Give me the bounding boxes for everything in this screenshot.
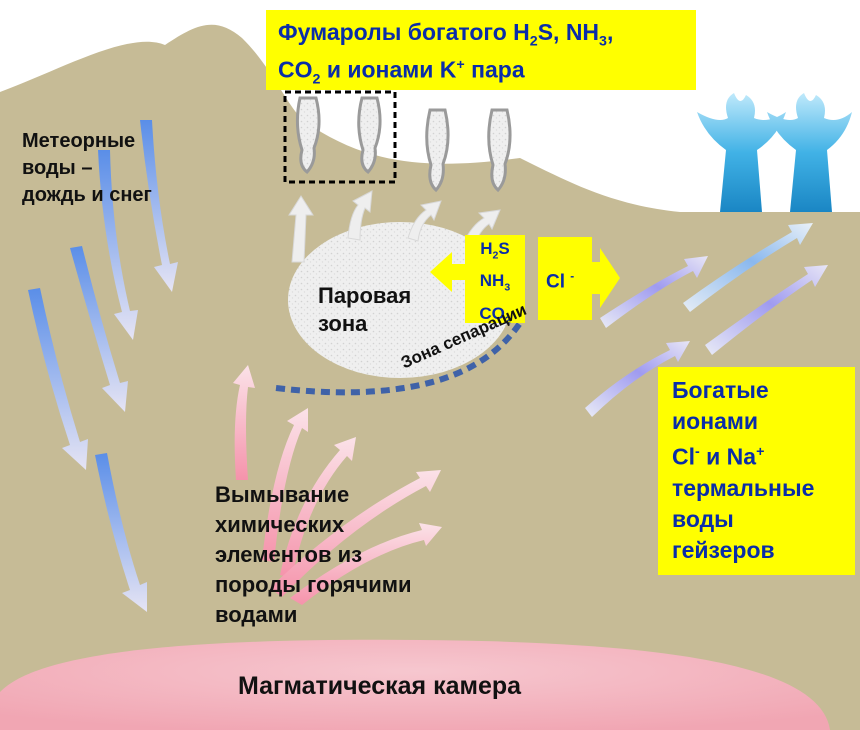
- steam-rising-arrows: [288, 190, 501, 263]
- thermal-waters-box: Богатые ионами Cl- и Na+ термальные воды…: [658, 367, 855, 575]
- gas-label-box: [465, 235, 525, 323]
- gas-labels: H2S NH3 CO2: [465, 238, 525, 331]
- thermal-line4: термальные: [672, 474, 815, 501]
- thermal-line1: Богатые: [672, 377, 769, 403]
- leaching-line2: химических: [215, 512, 345, 537]
- steam-zone-label: Паровая зона: [318, 282, 411, 338]
- subscript: 2: [529, 33, 538, 50]
- subscript: 3: [504, 281, 511, 294]
- text: Магматическая камера: [238, 672, 522, 700]
- leaching-line3: элементов из: [215, 542, 363, 567]
- magma-chamber-shape: [0, 639, 830, 730]
- thermal-water-arrows: [585, 223, 828, 417]
- leaching-arrows: [233, 365, 442, 605]
- text: Cl: [546, 271, 565, 293]
- text: ,: [606, 19, 614, 45]
- thermal-waters-text: Богатые ионами Cl- и Na+ термальные воды…: [672, 375, 814, 566]
- ground: [0, 24, 860, 730]
- fumarole-title-line1: Фумаролы богатого H2S, NH3,: [278, 17, 613, 58]
- text: NH: [479, 271, 505, 291]
- gas-co2: CO2: [465, 303, 525, 331]
- text: и ионами K: [320, 56, 457, 83]
- fumarole-highlight-box: [283, 90, 397, 184]
- gas-nh3: NH3: [465, 270, 525, 298]
- steam-zone-line2: зона: [318, 311, 368, 336]
- subscript: 3: [599, 33, 607, 50]
- steam-zone-line1: Паровая: [318, 283, 412, 308]
- thermal-line6: гейзеров: [672, 536, 775, 563]
- chloride-right-arrow: [592, 248, 620, 308]
- superscript: +: [456, 57, 465, 73]
- text: CO: [278, 56, 313, 83]
- thermal-line5: воды: [672, 505, 734, 532]
- meteoric-water-arrows: [28, 120, 178, 612]
- text: H: [480, 239, 493, 258]
- gas-left-arrow: [430, 252, 470, 292]
- text: пара: [464, 56, 525, 83]
- meteoric-line3: дождь и снег: [22, 184, 152, 206]
- fumarole-plumes: [295, 96, 512, 193]
- superscript: -: [695, 444, 700, 460]
- superscript: -: [570, 270, 575, 283]
- text: S: [498, 239, 510, 258]
- geyser-right: [767, 93, 852, 212]
- separation-zone-line: [275, 318, 525, 396]
- chloride-label-box: [538, 237, 592, 320]
- fumarole-title-line2: CO2 и ионами K+ пара: [278, 50, 525, 95]
- geyser-left: [697, 93, 786, 212]
- gas-h2s: H2S: [465, 238, 525, 266]
- leaching-line5: водами: [215, 602, 298, 627]
- meteoric-water-label: Метеорные воды – дождь и снег: [22, 128, 152, 209]
- subscript: 2: [492, 249, 499, 262]
- text: Cl: [672, 443, 695, 470]
- magma-chamber-label: Магматическая камера: [238, 670, 521, 702]
- fumarole-label-box: Фумаролы богатого H2S, NH3, CO2 и ионами…: [266, 10, 696, 90]
- steam-zone-shape: [288, 222, 512, 378]
- text: и Na: [699, 443, 757, 470]
- leaching-line4: породы горячими: [215, 572, 412, 597]
- text: Фумаролы богатого H: [278, 19, 530, 45]
- thermal-line2: ионами: [672, 408, 759, 434]
- subscript: 2: [312, 71, 321, 88]
- subscript: 2: [504, 314, 511, 327]
- text: CO: [479, 303, 505, 323]
- chloride-label: Cl -: [546, 266, 574, 292]
- text: S, NH: [537, 19, 600, 45]
- meteoric-line2: воды –: [22, 157, 93, 179]
- superscript: +: [756, 444, 765, 460]
- leaching-line1: Вымывание: [215, 482, 350, 507]
- leaching-label: Вымывание химических элементов из породы…: [215, 480, 412, 630]
- thermal-line3: Cl- и Na+: [672, 437, 814, 473]
- meteoric-line1: Метеорные: [22, 130, 136, 152]
